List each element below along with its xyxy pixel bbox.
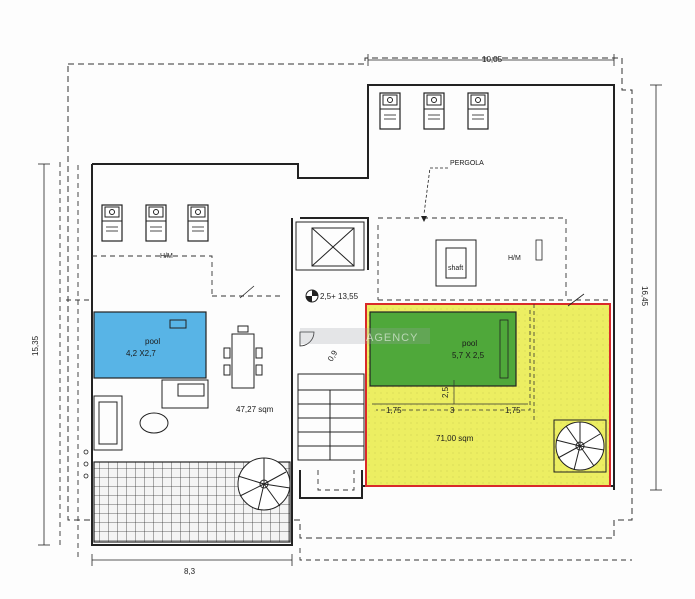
pool-left [93, 311, 207, 379]
shaft-label: shaft [448, 265, 463, 272]
pool-right-size: 5,7 X 2,5 [452, 351, 485, 360]
hm-left-label: H/M [160, 253, 173, 260]
shaft-small [535, 239, 543, 261]
area-right-label: 71,00 sqm [436, 434, 474, 443]
inner-dim-4: 2,5 [441, 386, 450, 398]
pool-right [369, 311, 517, 387]
stair-core [297, 373, 365, 461]
interior-dashed [59, 162, 632, 561]
dim-right: 16,45 [640, 286, 649, 307]
stair-door-arc [299, 331, 315, 347]
stair-step-label: 0,9 [326, 348, 340, 363]
pergola-label: PERGOLA [450, 160, 484, 167]
inner-dim-2: 3 [450, 406, 455, 415]
outer-boundary [67, 57, 633, 539]
terrace-dashed [376, 304, 535, 420]
lounge-seating [93, 395, 169, 451]
inner-dim-1: 1,75 [386, 406, 402, 415]
terrace-dots [83, 449, 89, 479]
dimension-lines [38, 54, 662, 566]
inner-dim-3: 1,75 [505, 406, 521, 415]
pool-left-size: 4,2 X2,7 [126, 349, 156, 358]
dim-top: 10,05 [482, 55, 503, 64]
watermark-text: AGENCY [366, 332, 418, 344]
spiral-stair-left [237, 457, 291, 511]
dining-table [223, 325, 263, 389]
spiral-stair-right [553, 419, 607, 473]
shaft [435, 239, 477, 287]
pool-right-name: pool [462, 339, 477, 348]
stair-level-label: 2,5+ 13,55 [320, 292, 359, 301]
loungers-top [379, 92, 489, 130]
hm-right-label: H/M [508, 255, 521, 262]
pergola-leader [423, 167, 448, 215]
dim-bottom: 8,3 [184, 567, 196, 576]
inner-dim-line [372, 380, 528, 405]
dim-left: 15,35 [31, 335, 40, 356]
elevator [295, 221, 365, 271]
area-left-label: 47,27 sqm [236, 405, 274, 414]
pool-left-name: pool [145, 337, 160, 346]
loungers-left [101, 204, 209, 242]
